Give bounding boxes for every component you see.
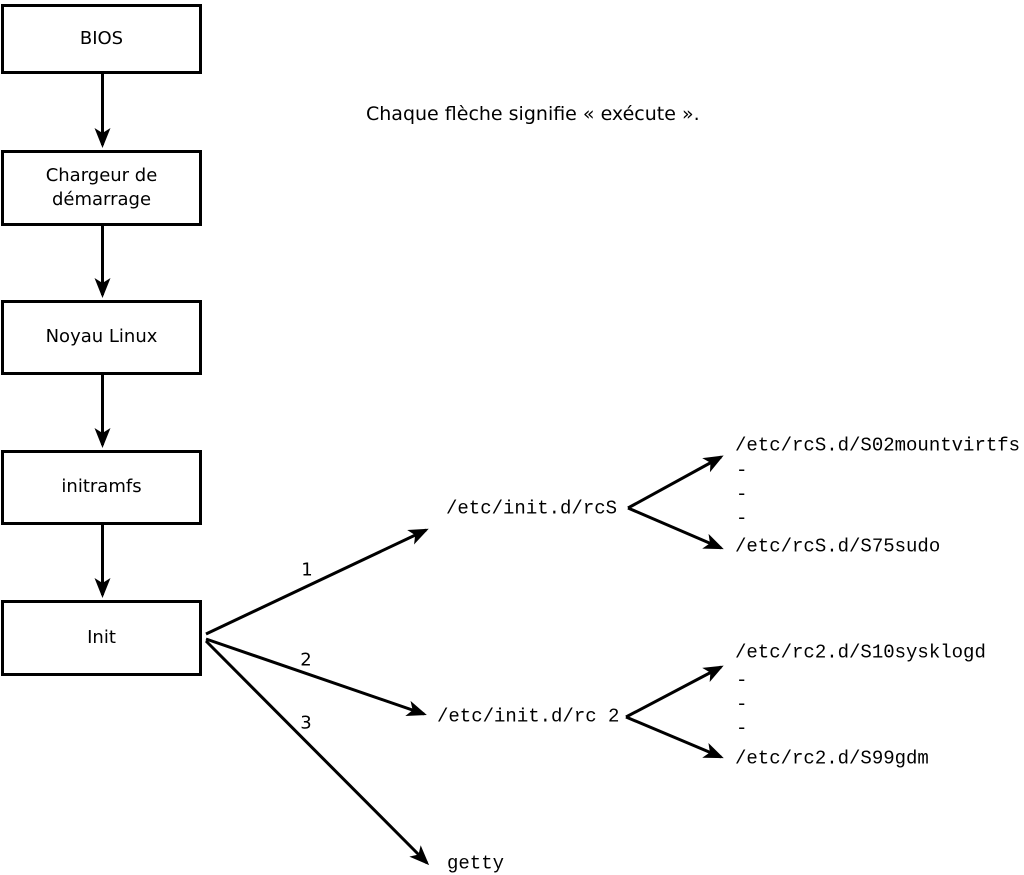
arrow-init-to-getty <box>204 639 430 866</box>
branch-number-3: 3 <box>300 712 312 734</box>
rc2d-ellipsis-dash-3: - <box>736 717 748 740</box>
rcSd-ellipsis-dash-3: - <box>736 507 748 530</box>
box-init-label: Init <box>87 626 116 648</box>
node-etc-init-d-rcS: /etc/init.d/rcS <box>446 497 618 520</box>
box-initramfs: initramfs <box>1 450 202 525</box>
legend-caption: Chaque flèche signifie « exécute ». <box>366 103 700 125</box>
node-etc-init-d-rc2: /etc/init.d/rc 2 <box>437 705 620 728</box>
node-rcSd-s75sudo: /etc/rcS.d/S75sudo <box>735 535 941 558</box>
box-init: Init <box>1 600 202 676</box>
rc2d-ellipsis-dash-1: - <box>736 669 748 692</box>
node-rc2d-s10sysklogd: /etc/rc2.d/S10sysklogd <box>735 641 986 664</box>
rcSd-ellipsis-dash-1: - <box>736 459 748 482</box>
box-bios-label: BIOS <box>79 27 124 49</box>
box-initramfs-label: initramfs <box>61 476 142 498</box>
node-rcSd-s02mountvirtfs: /etc/rcS.d/S02mountvirtfs <box>735 434 1021 457</box>
box-bios: BIOS <box>1 4 202 74</box>
arrow-rc2-to-s99gdm <box>625 715 724 759</box>
arrow-rcS-to-s02mountvirtfs <box>627 455 724 510</box>
node-getty: getty <box>447 852 505 875</box>
node-rc2d-s99gdm: /etc/rc2.d/S99gdm <box>735 747 929 770</box>
branch-number-2: 2 <box>300 649 312 671</box>
box-linux-kernel: Noyau Linux <box>1 300 202 375</box>
arrow-init-to-rcS <box>205 528 429 636</box>
rcSd-ellipsis-dash-2: - <box>736 483 748 506</box>
arrow-rc2-to-s10sysklogd <box>625 665 724 719</box>
box-linux-kernel-label: Noyau Linux <box>45 326 158 348</box>
arrow-init-to-rc2 <box>205 637 427 717</box>
box-bootloader-label: Chargeur de démarrage <box>45 164 158 210</box>
branch-number-1: 1 <box>301 559 313 581</box>
box-bootloader: Chargeur de démarrage <box>1 150 202 226</box>
arrow-rcS-to-s75sudo <box>627 506 724 550</box>
rc2d-ellipsis-dash-2: - <box>736 693 748 716</box>
